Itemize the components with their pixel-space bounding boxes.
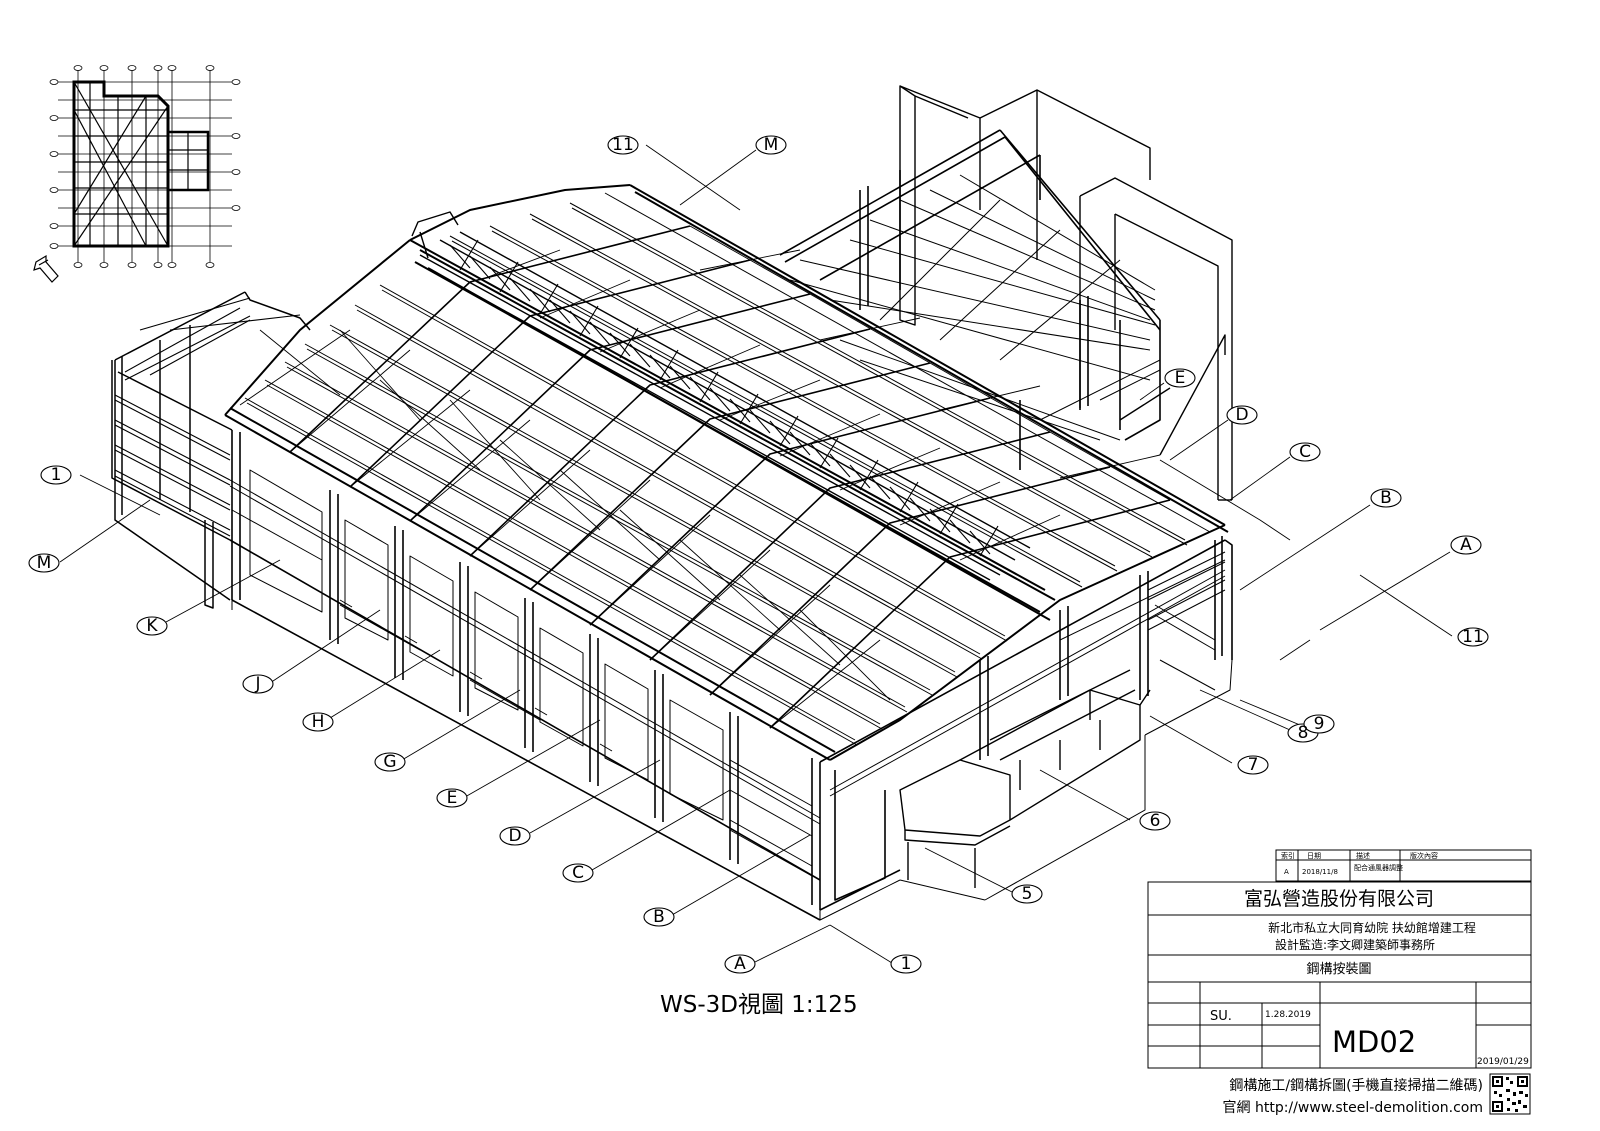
footer-line-1: 鋼構施工/鋼構拆圖(手機直接掃描二維碼) (1229, 1077, 1483, 1094)
grid-label-5: 5 (1022, 884, 1033, 904)
grid-label-c-front: C (572, 863, 584, 883)
grid-label-8: 8 (1298, 723, 1309, 743)
revision-table-text: 索引 日期 描述 版次內容 A 2018/11/8 配合通風器調整 (1281, 851, 1438, 876)
key-plan (49, 65, 241, 268)
title-block-text: 富弘營造股份有限公司 新北市私立大同育幼院 扶幼館增建工程 設計監造:李文卿建築… (1210, 888, 1529, 1067)
grid-label-11-top: 11 (612, 135, 634, 155)
view-title: WS-3D視圖 1:125 (660, 992, 858, 1018)
grid-label-d-front: D (508, 826, 521, 846)
project-line-1: 新北市私立大同育幼院 扶幼館增建工程 (1268, 920, 1476, 935)
rear-annex (779, 129, 1161, 470)
grid-label-a-right: A (1460, 535, 1472, 555)
grid-label-b-front: B (653, 907, 665, 927)
grid-label-7: 7 (1248, 755, 1259, 775)
revision-table (1275, 849, 1532, 882)
footer: 鋼構施工/鋼構拆圖(手機直接掃描二維碼) 官網 http://www.steel… (1223, 1077, 1483, 1116)
rev-header-index: 索引 (1281, 851, 1295, 860)
rev-row-desc: 配合通風器調整 (1354, 863, 1403, 872)
grid-bubble-labels: 1 M K J H G E D C B A 1 5 6 7 8 9 11 A B… (37, 135, 1484, 974)
grid-label-c-right: C (1299, 442, 1311, 462)
rev-header-date: 日期 (1307, 852, 1321, 860)
drawn-date: 1.28.2019 (1265, 1010, 1311, 1020)
steel-frame-3d (59, 85, 1453, 964)
grid-label-g: G (383, 752, 396, 772)
grid-label-m-left: M (37, 553, 52, 573)
rev-row-date: 2018/11/8 (1302, 868, 1338, 876)
title-block (1147, 881, 1532, 1069)
drawn-by: SU. (1210, 1009, 1232, 1024)
grid-bubbles (28, 135, 1489, 974)
grid-label-h: H (312, 712, 325, 732)
grid-label-m-top: M (764, 135, 779, 155)
print-date: 2019/01/29 (1477, 1057, 1529, 1067)
grid-label-b-right: B (1380, 488, 1392, 508)
qr-code-icon (1489, 1073, 1531, 1115)
sheet-number: MD02 (1332, 1025, 1416, 1059)
grid-label-e-right: E (1175, 368, 1186, 388)
grid-label-a-front: A (734, 954, 746, 974)
grid-label-6: 6 (1150, 811, 1161, 831)
grid-label-e-front: E (447, 788, 458, 808)
adjacent-building (899, 85, 1233, 501)
drawing-name: 鋼構按裝圖 (1306, 962, 1371, 977)
grid-label-1-left: 1 (51, 465, 62, 485)
ridge-ventilator (411, 211, 1031, 581)
grid-label-k: K (146, 616, 158, 636)
grid-label-9: 9 (1314, 714, 1325, 734)
entrance-canopy (899, 669, 1151, 888)
grid-label-11-right: 11 (1462, 627, 1484, 647)
rev-row-index: A (1284, 868, 1289, 876)
project-line-2: 設計監造:李文卿建築師事務所 (1275, 937, 1435, 952)
grid-label-j: J (254, 674, 260, 694)
company-name: 富弘營造股份有限公司 (1244, 888, 1434, 910)
north-arrow-icon (33, 254, 59, 283)
rev-header-content: 版次內容 (1410, 851, 1438, 860)
grid-label-d-right: D (1235, 405, 1248, 425)
rev-header-desc: 描述 (1356, 851, 1370, 860)
grid-label-1-front: 1 (901, 954, 912, 974)
footer-line-2: 官網 http://www.steel-demolition.com (1223, 1100, 1483, 1116)
